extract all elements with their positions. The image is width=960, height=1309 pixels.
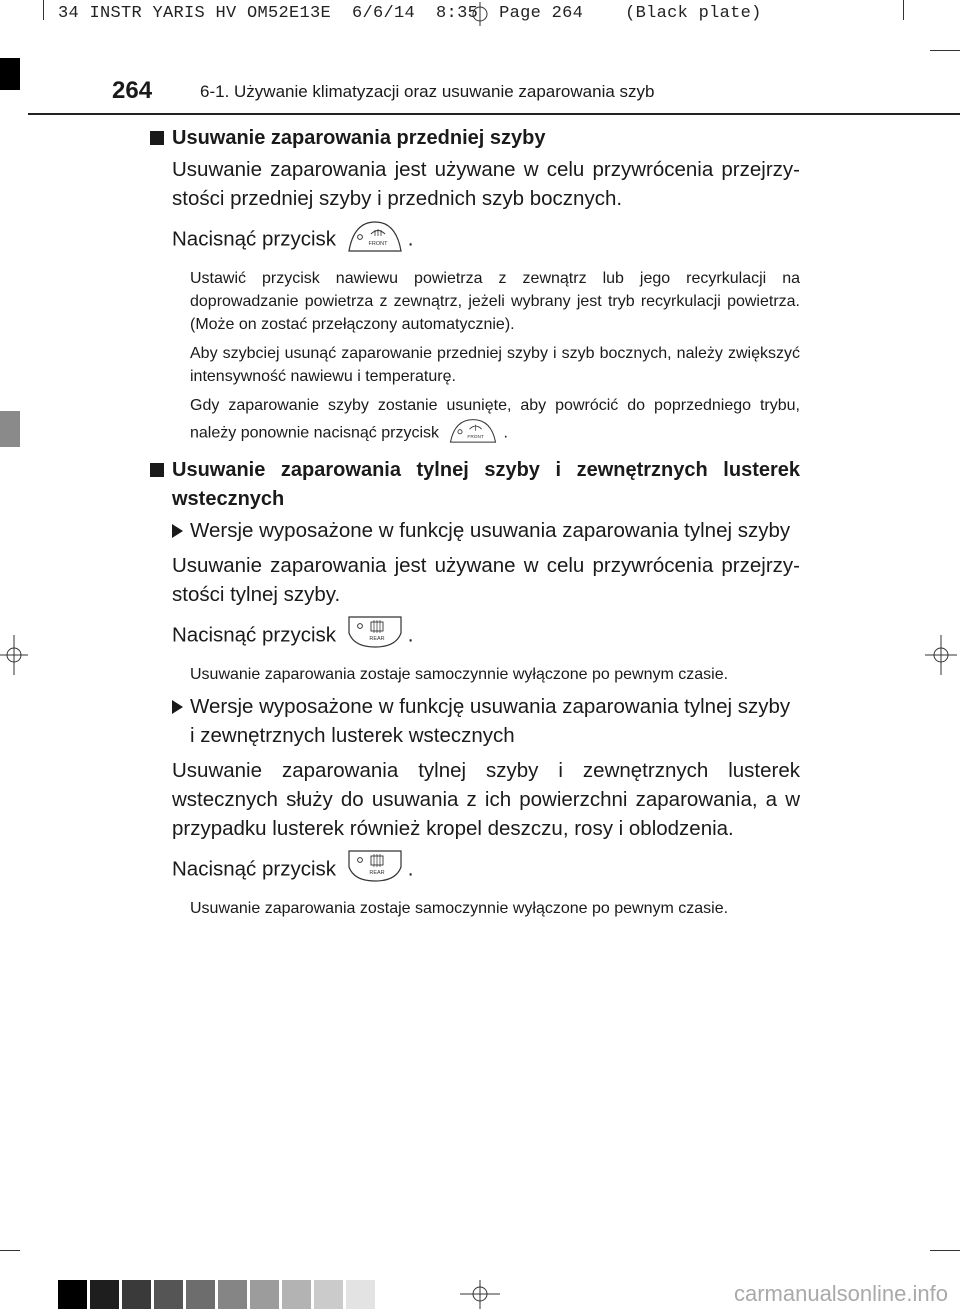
swatch [186,1280,215,1309]
rear-defogger-button-icon: REAR [346,615,404,657]
paragraph: Usuwanie zaparowania jest używane w celu… [172,554,800,606]
press-instruction: Nacisnąć przycisk REAR . [172,615,800,657]
registration-mark-icon [472,2,488,26]
chapter-title: 6-1. Używanie klimatyzacji oraz usuwanie… [200,82,655,101]
section-tab [0,411,20,447]
paragraph: Usuwanie zaparowania tylnej szyby i zewn… [172,759,800,840]
print-slug: 34 INSTR YARIS HV OM52E13E 6/6/14 8:35 P… [58,4,762,23]
svg-text:REAR: REAR [369,636,384,642]
swatch [314,1280,343,1309]
note: Aby szybciej usunąć zaparowanie przednie… [190,345,800,385]
front-defroster-button-icon: FRONT [447,417,499,450]
registration-mark-icon [925,635,957,675]
variant-bullet: Wersje wyposażone w funkcję usuwania zap… [172,516,800,545]
square-bullet-icon [150,131,164,145]
press-instruction: Nacisnąć przycisk FRONT . [172,219,800,261]
paragraph: Usuwanie zaparowania jest używane w celu… [172,158,800,210]
swatch [346,1280,375,1309]
svg-text:REAR: REAR [369,870,384,876]
swatch [250,1280,279,1309]
note: Gdy zaparowanie szyby zostanie usunięte,… [190,394,800,450]
color-calibration-bar [58,1280,375,1309]
svg-text:FRONT: FRONT [468,434,484,440]
swatch [218,1280,247,1309]
front-defroster-button-icon: FRONT [346,219,404,261]
page-number: 264 [112,77,153,104]
header-rule [28,113,960,115]
swatch [282,1280,311,1309]
swatch [58,1280,87,1309]
registration-mark-icon [460,1280,500,1309]
corner-block [0,58,20,90]
swatch [90,1280,119,1309]
triangle-bullet-icon [172,700,183,714]
square-bullet-icon [150,463,164,477]
rear-defogger-button-icon: REAR [346,849,404,891]
section-heading: Usuwanie zaparowania tylnej szyby i zewn… [150,456,800,514]
note: Ustawić przycisk nawiewu powietrza z zew… [190,270,800,333]
watermark: carmanualsonline.info [733,1281,948,1306]
crop-mark [903,0,904,20]
page-content: Usuwanie zaparowania przedniej szyby Usu… [150,124,800,926]
crop-mark [43,0,44,20]
note: Usuwanie zaparowania zostaje samoczynnie… [190,900,729,917]
swatch [154,1280,183,1309]
crop-mark [0,1250,20,1251]
press-instruction: Nacisnąć przycisk REAR . [172,849,800,891]
svg-text:FRONT: FRONT [368,241,388,247]
variant-bullet: Wersje wyposażone w funkcję usuwania zap… [172,692,800,750]
crop-mark [930,1250,960,1251]
swatch [122,1280,151,1309]
triangle-bullet-icon [172,524,183,538]
registration-mark-icon [0,635,28,675]
note: Usuwanie zaparowania zostaje samoczynnie… [190,666,729,683]
crop-mark [930,50,960,51]
section-heading: Usuwanie zaparowania przedniej szyby [150,124,800,153]
